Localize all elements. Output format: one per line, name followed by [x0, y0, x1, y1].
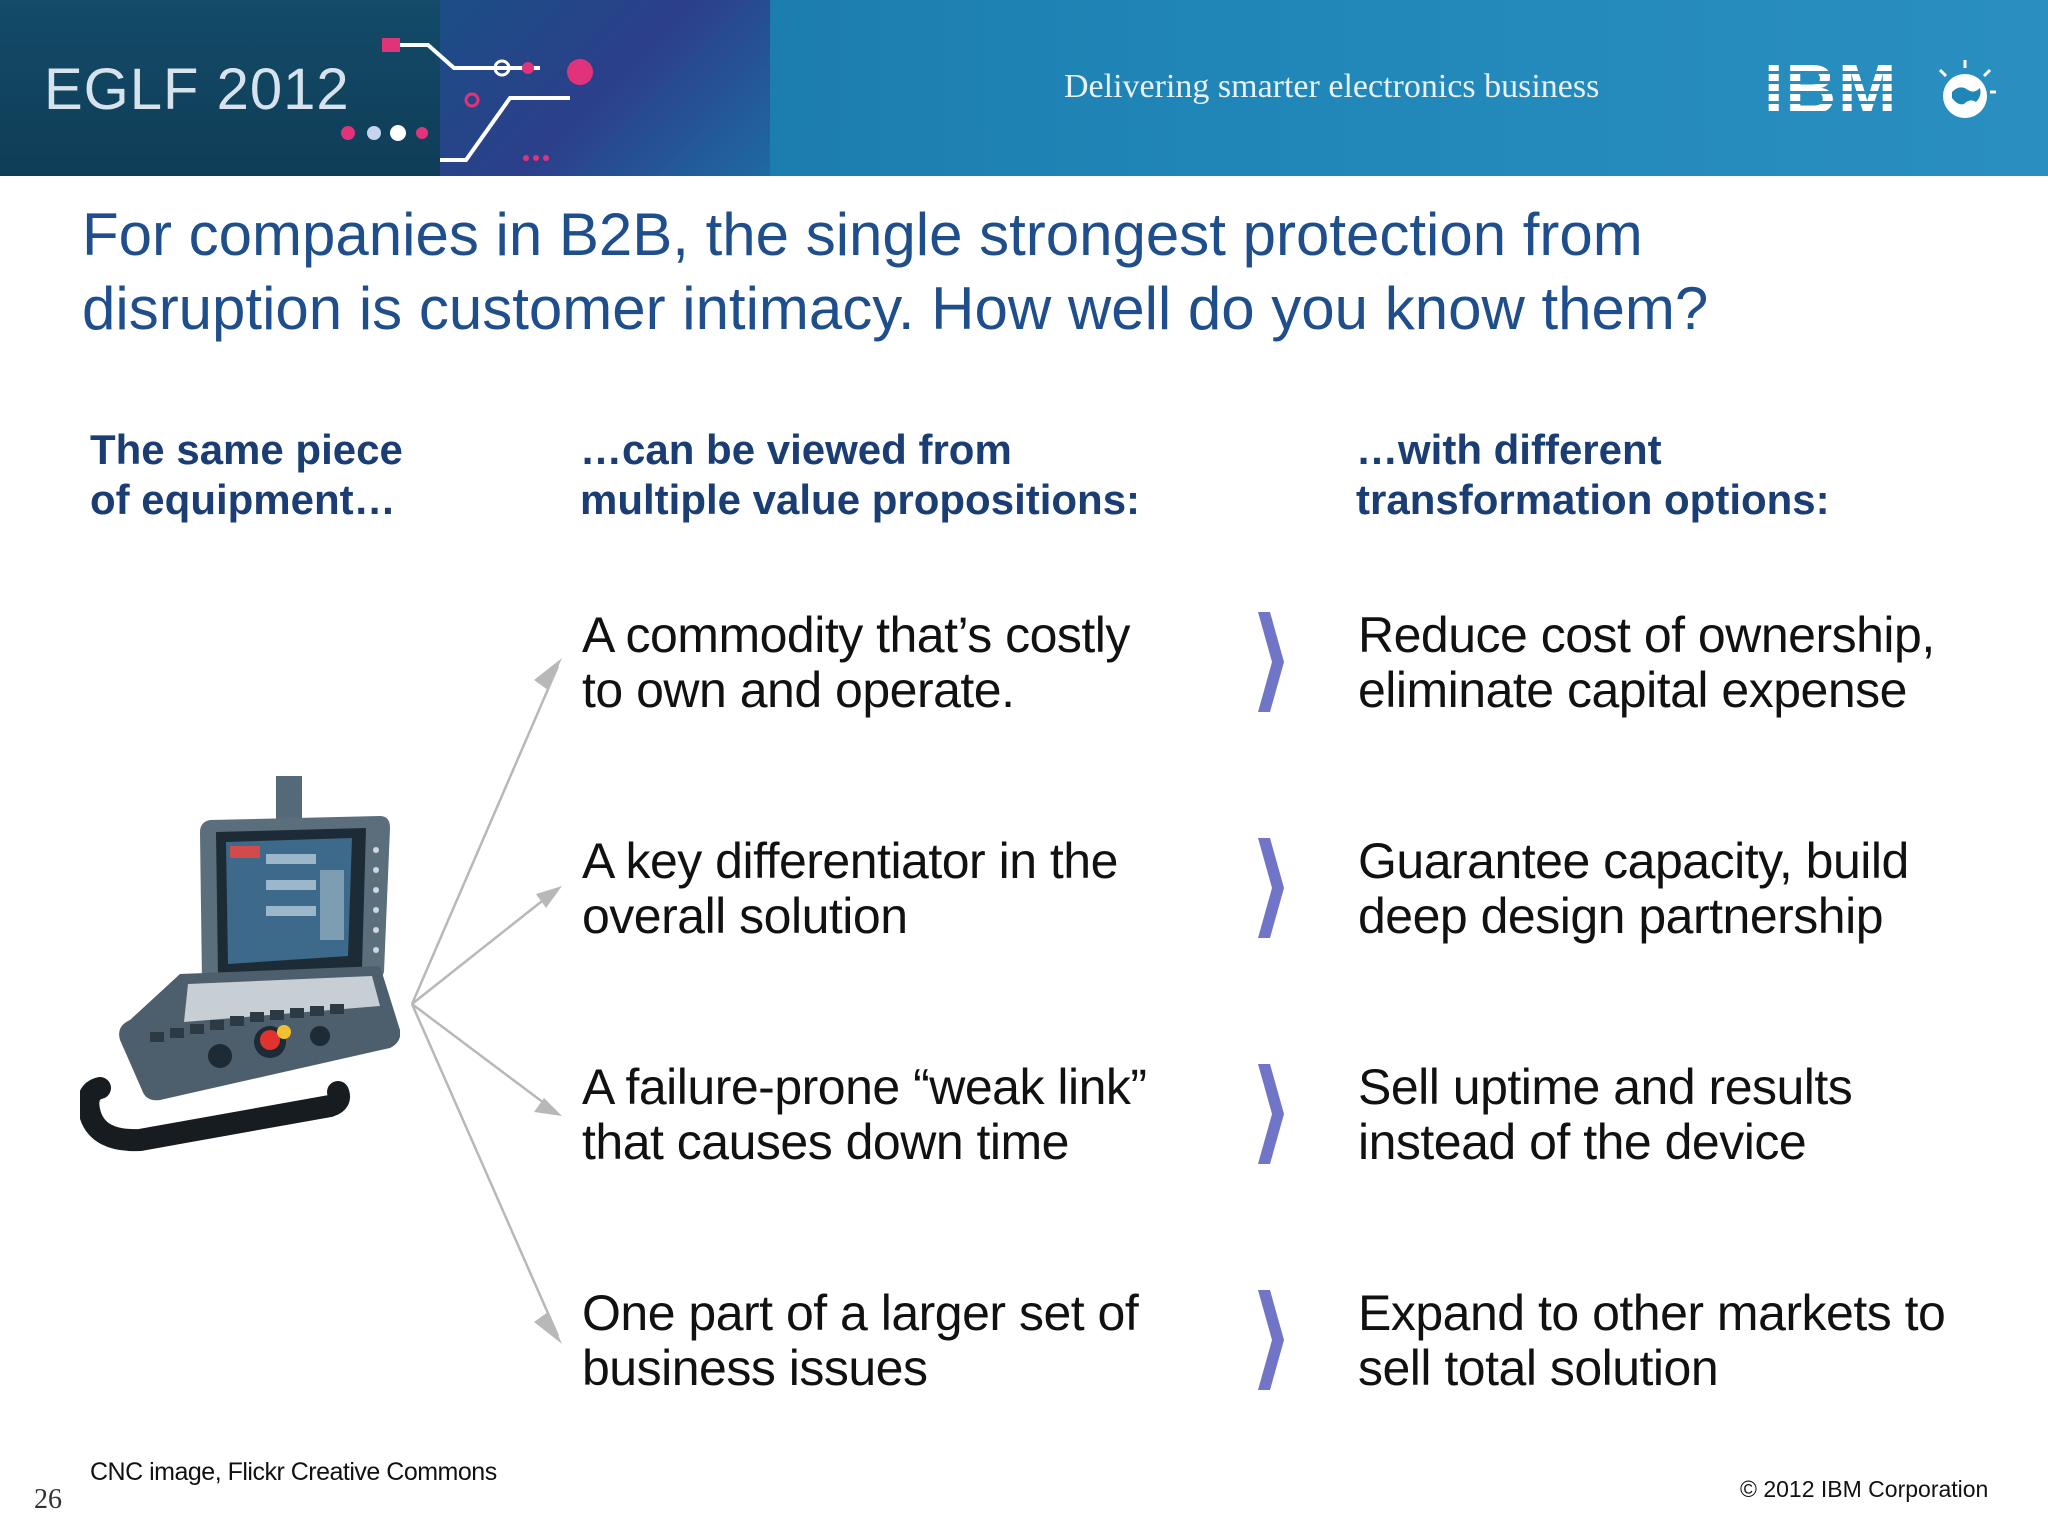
proposition-line: A key differentiator in the	[582, 833, 1118, 889]
proposition-line: overall solution	[582, 888, 908, 944]
column-header-line: of equipment…	[90, 476, 396, 523]
globe-icon	[1938, 60, 1996, 118]
value-proposition-weak-link: A failure-prone “weak link” that causes …	[582, 1060, 1147, 1170]
banner-tagline: Delivering smarter electronics business	[1064, 68, 1600, 105]
arrowhead-icon	[536, 886, 562, 908]
transformation-option-sell-uptime: Sell uptime and results instead of the d…	[1358, 1059, 1853, 1170]
ibm-logo: IBM	[1764, 50, 1899, 128]
proposition-line: to own and operate.	[582, 662, 1015, 718]
column-header-equipment: The same piece of equipment…	[90, 425, 403, 525]
event-title: EGLF 2012	[44, 57, 350, 122]
option-line: Expand to other markets to	[1358, 1285, 1946, 1341]
value-proposition-larger-set: One part of a larger set of business iss…	[582, 1285, 1139, 1396]
column-header-line: …with different	[1356, 426, 1662, 473]
value-proposition-differentiator: A key differentiator in the overall solu…	[582, 834, 1118, 944]
column-header-transformation-options: …with different transformation options:	[1356, 425, 1830, 525]
option-line: sell total solution	[1358, 1340, 1719, 1396]
option-line: Reduce cost of ownership,	[1358, 607, 1935, 663]
option-line: eliminate capital expense	[1358, 662, 1907, 718]
option-line: Guarantee capacity, build	[1358, 833, 1909, 889]
option-line: instead of the device	[1358, 1114, 1807, 1170]
column-header-line: The same piece	[90, 426, 403, 473]
slide-title: For companies in B2B, the single stronge…	[82, 198, 1962, 346]
proposition-line: A commodity that’s costly	[582, 607, 1130, 663]
arrow-to-differentiator	[411, 889, 557, 1005]
column-header-line: transformation options:	[1356, 476, 1830, 523]
column-header-line: multiple value propositions:	[580, 476, 1141, 523]
banner-left-panel	[0, 0, 440, 176]
image-credit: CNC image, Flickr Creative Commons	[90, 1458, 497, 1486]
chevron-right-icon	[1258, 1064, 1284, 1164]
cnc-control-panel-image	[80, 776, 400, 1152]
slide-title-line-2: disruption is customer intimacy. How wel…	[82, 275, 1709, 342]
proposition-line: One part of a larger set of	[582, 1285, 1139, 1341]
option-line: Sell uptime and results	[1358, 1059, 1853, 1115]
slide-title-line-1: For companies in B2B, the single stronge…	[82, 201, 1643, 268]
banner-graphic-panel	[440, 0, 770, 176]
transformation-option-expand-markets: Expand to other markets to sell total so…	[1358, 1285, 1946, 1396]
option-line: deep design partnership	[1358, 888, 1883, 944]
proposition-line: A failure-prone “weak link”	[582, 1059, 1147, 1115]
chevron-right-icon	[1258, 1290, 1284, 1390]
transformation-option-reduce-cost: Reduce cost of ownership, eliminate capi…	[1358, 608, 1935, 718]
circuit-decoration-icon	[341, 38, 593, 162]
arrowhead-icon	[534, 1098, 562, 1116]
arrowhead-icon	[534, 658, 562, 690]
column-header-line: …can be viewed from	[580, 426, 1012, 473]
arrow-to-larger-set	[410, 1003, 560, 1337]
transformation-option-guarantee-capacity: Guarantee capacity, build deep design pa…	[1358, 834, 1909, 944]
arrow-to-commodity	[410, 665, 560, 1005]
column-header-value-propositions: …can be viewed from multiple value propo…	[580, 425, 1140, 525]
arrow-to-weak-link	[411, 1003, 557, 1113]
chevron-right-icon	[1258, 612, 1284, 712]
proposition-line: business issues	[582, 1340, 928, 1396]
value-proposition-commodity: A commodity that’s costly to own and ope…	[582, 608, 1130, 718]
arrowhead-icon	[534, 1312, 562, 1344]
page-number: 26	[34, 1484, 62, 1515]
proposition-line: that causes down time	[582, 1114, 1069, 1170]
copyright-notice: © 2012 IBM Corporation	[1740, 1476, 1989, 1502]
header-banner: EGLF 2012 Delivering smarter electronics…	[0, 0, 2048, 176]
chevron-right-icon	[1258, 838, 1284, 938]
